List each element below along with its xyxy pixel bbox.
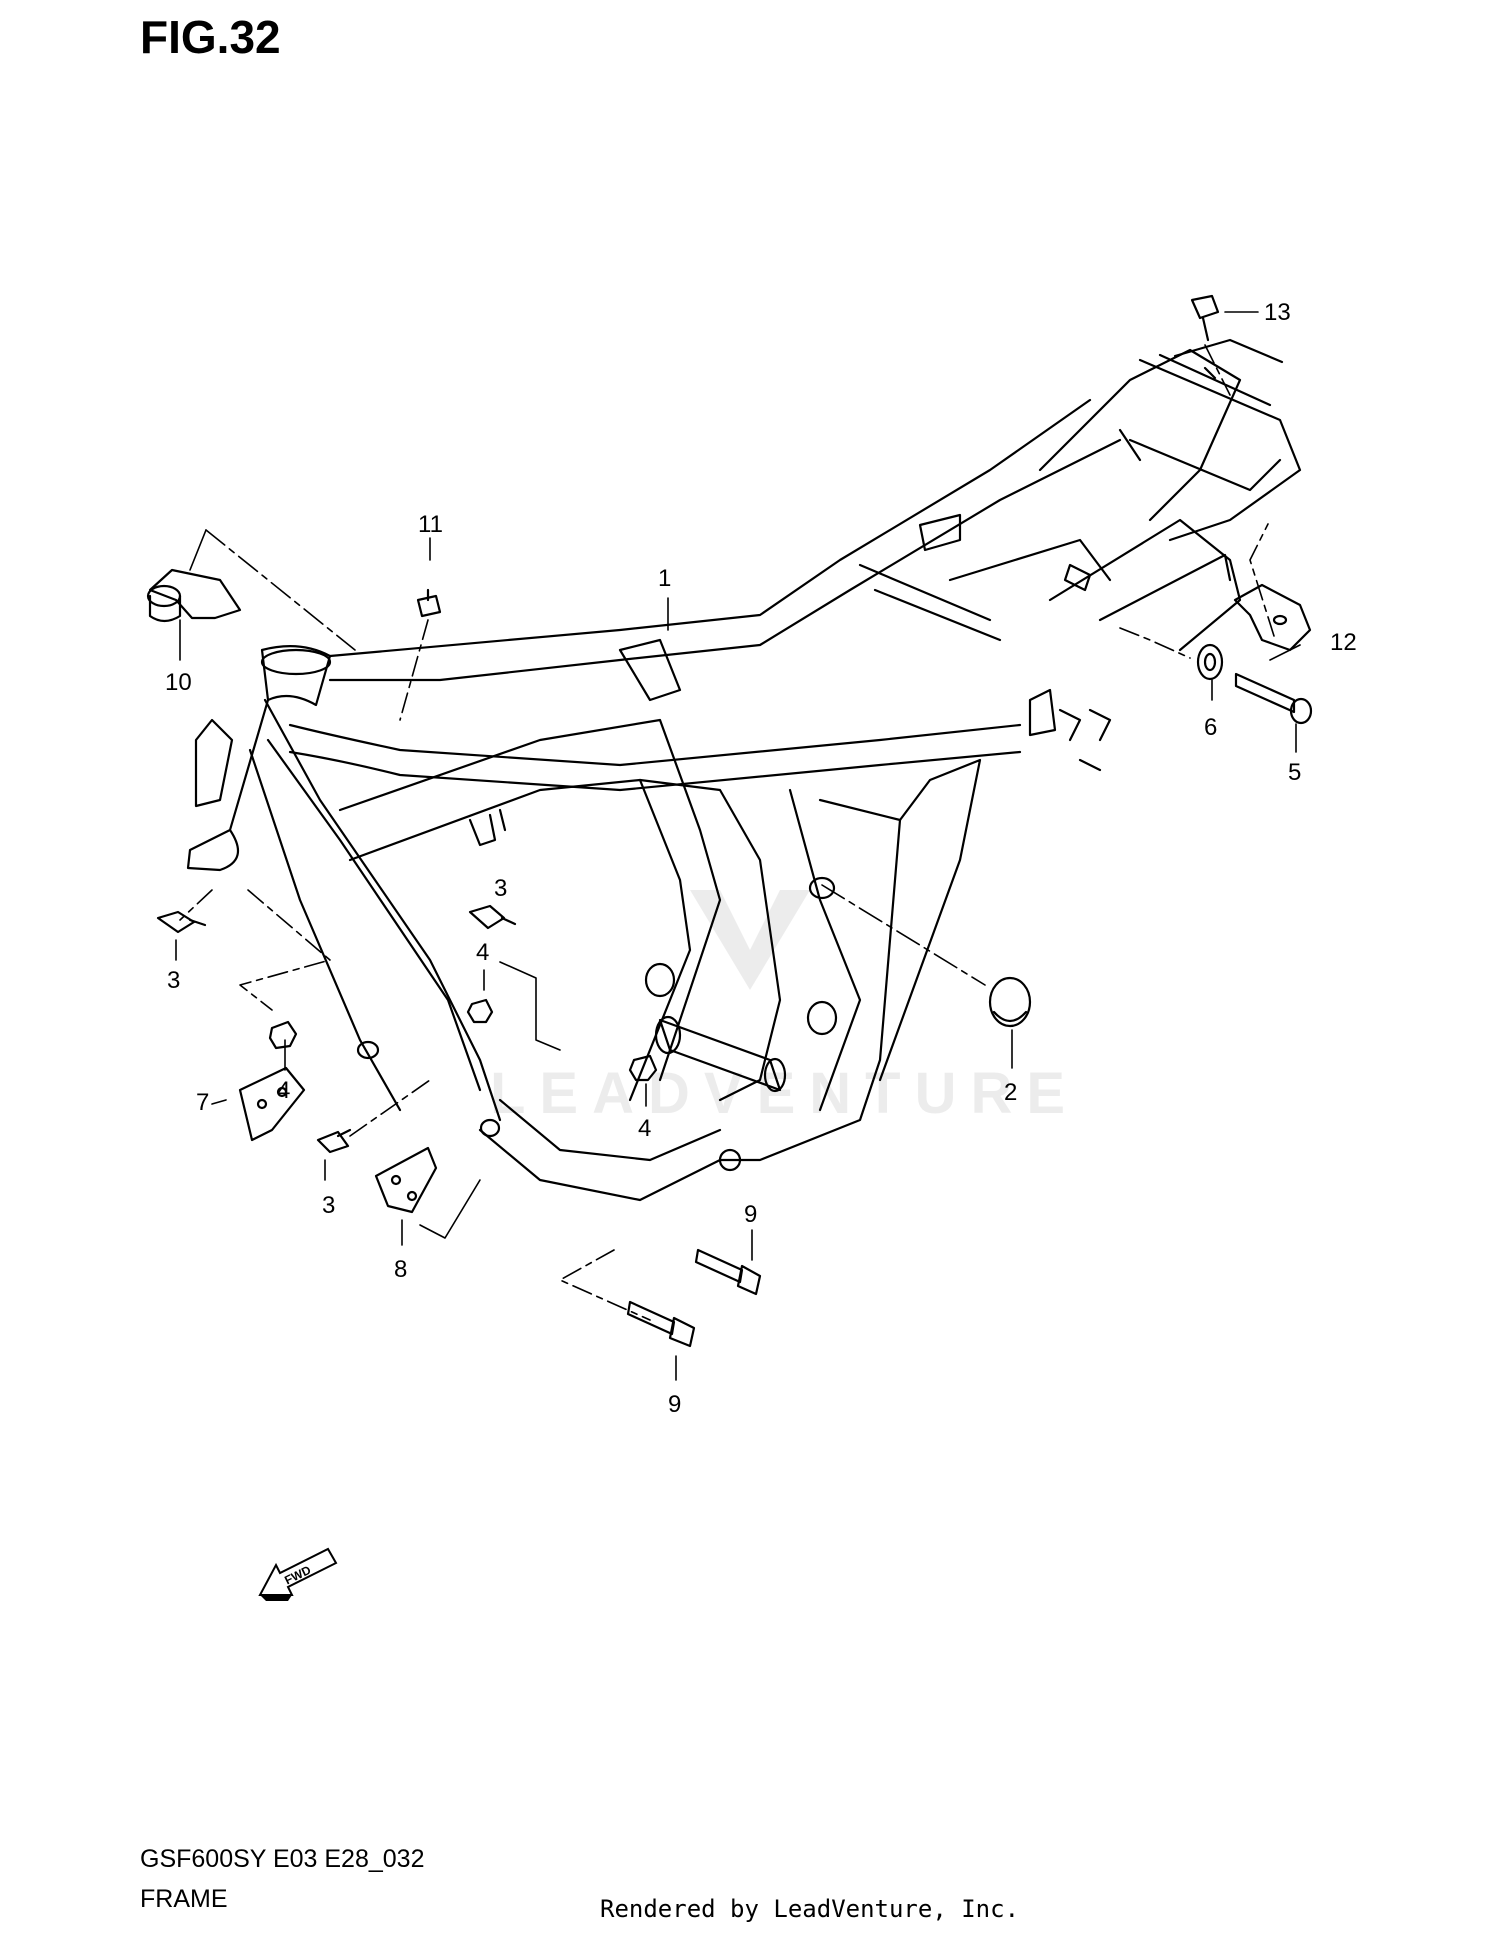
callout-4b: 4: [476, 939, 489, 966]
part-12-bracket[interactable]: [1233, 583, 1312, 652]
callout-11: 11: [418, 511, 443, 538]
callout-9b: 9: [668, 1391, 681, 1418]
part-4-nut-c[interactable]: [628, 1054, 658, 1082]
callout-1: 1: [658, 565, 671, 592]
callout-7: 7: [196, 1089, 209, 1116]
callout-8: 8: [394, 1256, 407, 1283]
model-code: GSF600SY E03 E28_032: [140, 1845, 425, 1873]
part-3-bolt-a[interactable]: [156, 910, 207, 934]
part-3-bolt-c[interactable]: [316, 1128, 352, 1154]
callout-6: 6: [1204, 714, 1217, 741]
part-4-nut-a[interactable]: [268, 1020, 298, 1050]
part-2-plug[interactable]: [988, 976, 1032, 1028]
part-8-bracket[interactable]: [374, 1146, 438, 1214]
callout-13: 13: [1264, 299, 1291, 326]
part-11-bolt[interactable]: [416, 588, 442, 618]
frame-main[interactable]: [186, 338, 1302, 1202]
part-3-bolt-b[interactable]: [468, 904, 517, 930]
leader-lines: [175, 311, 1301, 1381]
part-6-washer[interactable]: [1196, 643, 1224, 681]
callout-3a: 3: [167, 967, 180, 994]
part-4-nut-b[interactable]: [466, 998, 494, 1024]
watermark-logo: [690, 890, 810, 990]
watermark-text: LEADVENTURE: [490, 1061, 1080, 1126]
part-9-bolt-a[interactable]: [694, 1248, 762, 1296]
callout-10: 10: [165, 669, 192, 696]
callout-5: 5: [1288, 759, 1301, 786]
callout-labels: 1 2 3 3 3 4 4 4 5 6 7 8 9 9 10 11 12 13: [165, 299, 1357, 1418]
part-10-cap[interactable]: [146, 568, 242, 623]
part-9-bolt-b[interactable]: [626, 1300, 696, 1348]
callout-3b: 3: [494, 875, 507, 902]
fwd-arrow-icon: FWD: [258, 1547, 338, 1601]
callout-12: 12: [1330, 629, 1357, 656]
section-name: FRAME: [140, 1885, 228, 1913]
callout-4c: 4: [638, 1115, 651, 1142]
callout-2: 2: [1004, 1079, 1017, 1106]
part-13-bolt[interactable]: [1190, 294, 1220, 342]
callout-9a: 9: [744, 1201, 757, 1228]
figure-title: FIG.32: [140, 11, 281, 63]
callout-4a: 4: [277, 1077, 290, 1104]
part-7-bracket[interactable]: [238, 1066, 306, 1142]
render-credit: Rendered by LeadVenture, Inc.: [600, 1895, 1020, 1923]
callout-3c: 3: [322, 1192, 335, 1219]
part-5-bolt[interactable]: [1234, 672, 1313, 725]
